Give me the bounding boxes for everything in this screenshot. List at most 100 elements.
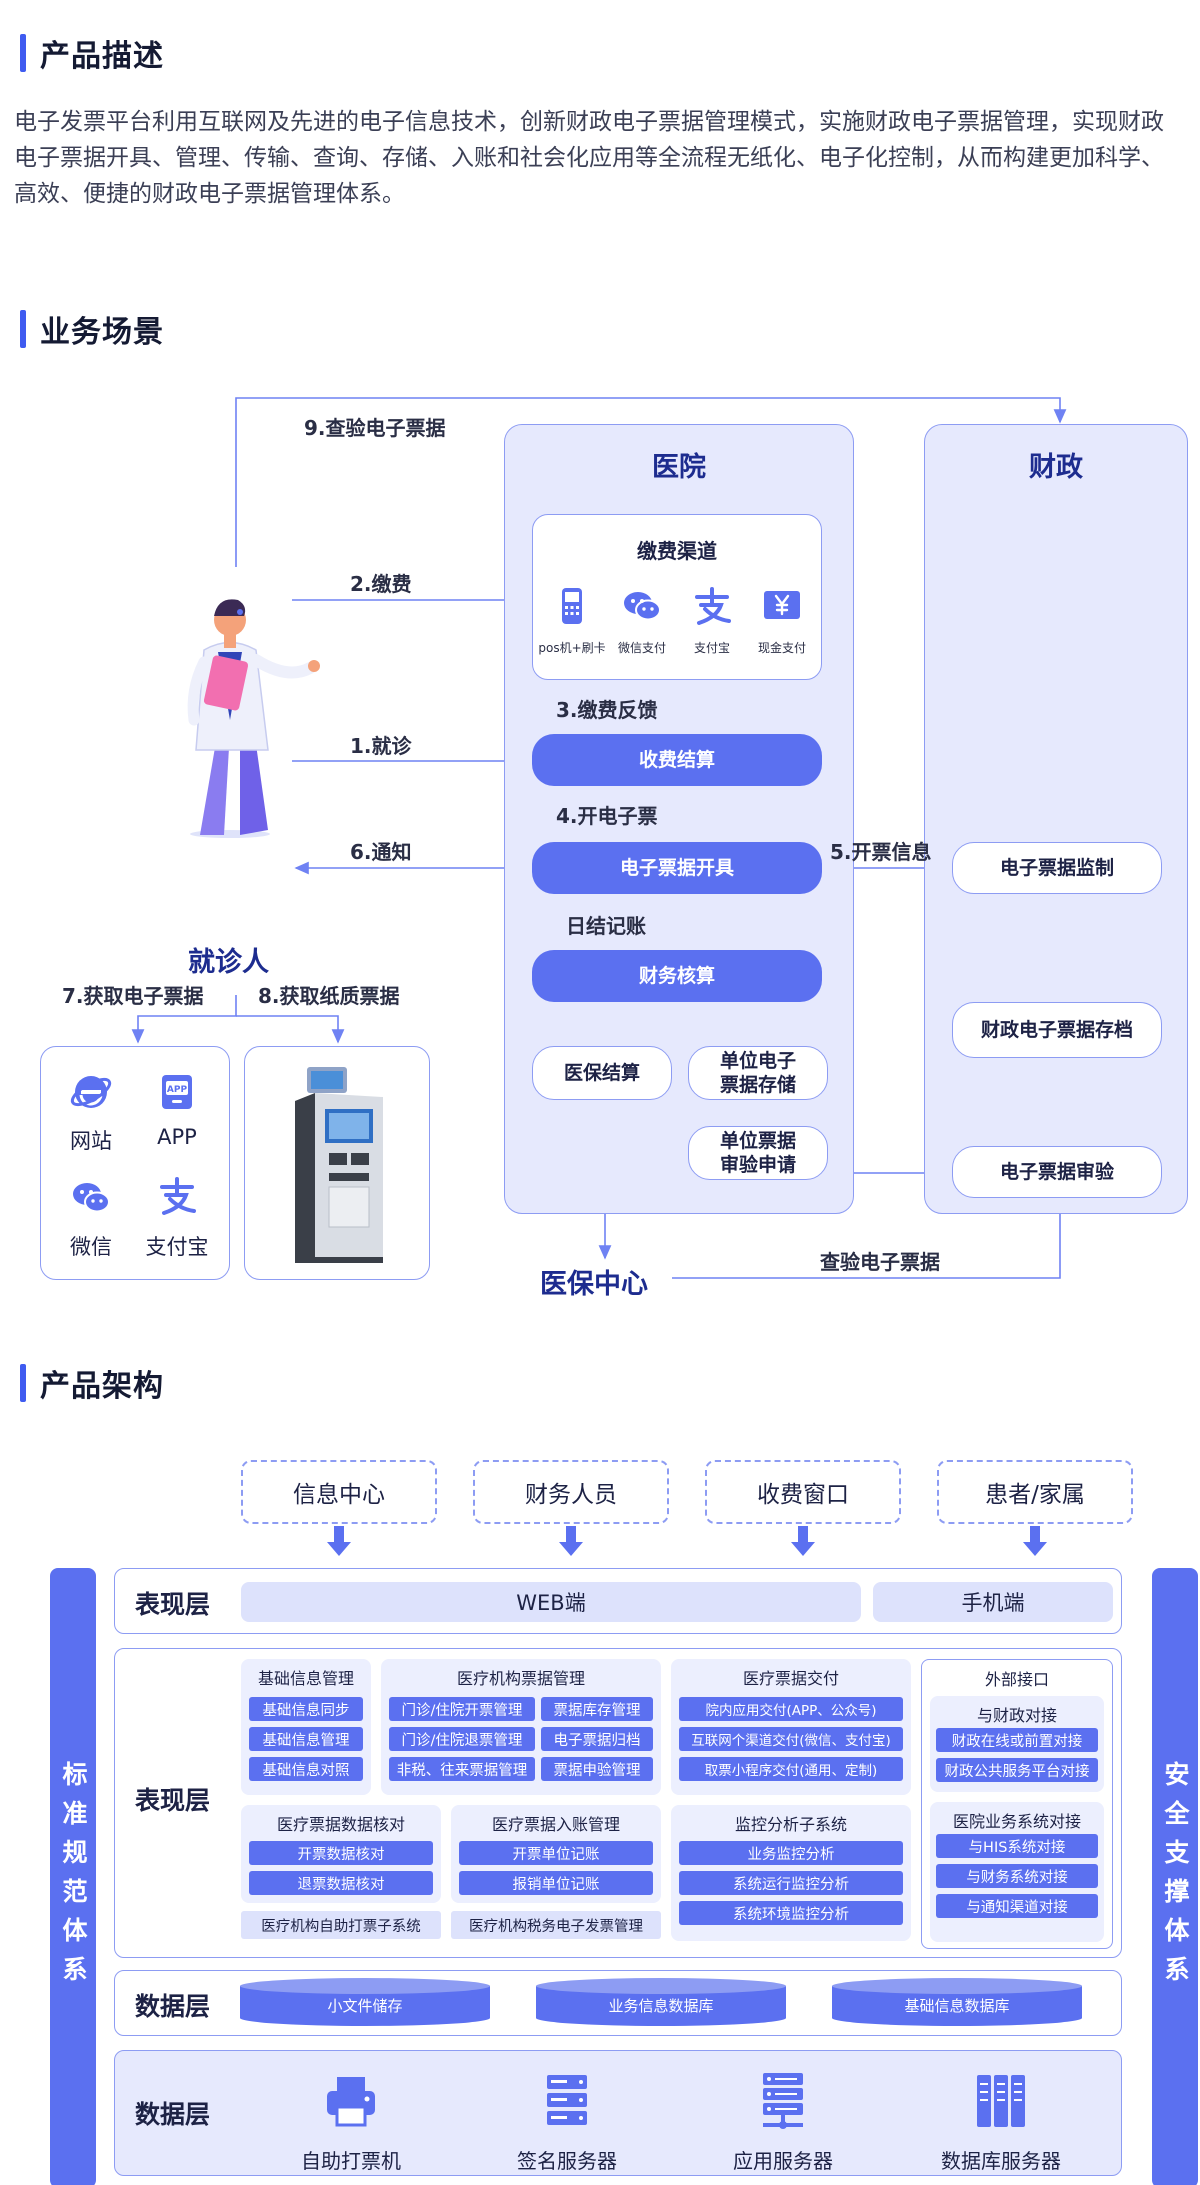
module-chip: 系统环境监控分析 <box>679 1901 903 1925</box>
module-chip: 互联网个渠道交付(微信、支付宝) <box>679 1727 903 1751</box>
module-monitor: 监控分析子系统 业务监控分析 系统运行监控分析 系统环境监控分析 <box>671 1805 911 1941</box>
wechat-icon <box>624 592 661 621</box>
supervise-box: 电子票据监制 <box>952 842 1162 894</box>
db-label: 业务信息数据库 <box>608 1997 714 2015</box>
flow-label-4: 4.开电子票 <box>556 804 658 828</box>
user-finance-staff: 财务人员 <box>473 1460 669 1524</box>
hospital-title: 医院 <box>652 452 706 483</box>
module-chip: 基础信息同步 <box>249 1697 363 1721</box>
patient-illustration <box>187 599 320 838</box>
module-chip: 门诊/住院退票管理 <box>389 1727 535 1751</box>
db-label: 小文件储存 <box>327 1997 403 2015</box>
charge-settlement-box: 收费结算 <box>532 734 822 786</box>
flow-label-7: 7.获取电子票据 <box>62 984 204 1008</box>
self-service-kiosk-icon <box>295 1067 383 1263</box>
payment-channel-card: 缴费渠道 pos机+刷卡 微信支付 支付宝 现金支付 <box>532 514 822 680</box>
flow-label-2: 2.缴费 <box>350 572 412 596</box>
app-icon: APP <box>162 1075 192 1109</box>
section-title-scene: 业务场景 <box>20 310 164 350</box>
layer-name: 表现层 <box>135 1786 211 1815</box>
pay-item-cash: 现金支付 <box>747 585 817 656</box>
module-chip: 基础信息管理 <box>249 1727 363 1751</box>
channel-label: 网站 <box>70 1129 112 1153</box>
alipay-icon <box>160 1177 196 1215</box>
ie-browser-icon <box>70 1076 112 1108</box>
web-client: WEB端 <box>241 1582 861 1622</box>
pos-terminal-icon <box>562 588 582 624</box>
database-cylinders <box>240 1978 1082 2026</box>
app-server-icon <box>763 2073 803 2129</box>
layer-name: 表现层 <box>135 1590 211 1619</box>
module-chip: 非税、往来票据管理 <box>389 1757 535 1781</box>
module-chip: 院内应用交付(APP、公众号) <box>679 1697 903 1721</box>
unit-apply-box: 单位票据 审验申请 <box>688 1126 828 1180</box>
channel-label: 支付宝 <box>145 1235 209 1259</box>
section-title-architecture: 产品架构 <box>20 1364 164 1404</box>
module-delivery: 医疗票据交付 院内应用交付(APP、公众号) 互联网个渠道交付(微信、支付宝) … <box>671 1659 911 1795</box>
module-chip: 基础信息对照 <box>249 1757 363 1781</box>
infra-label: 签名服务器 <box>517 2149 617 2173</box>
module-chip: 与通知渠道对接 <box>936 1894 1098 1918</box>
invoice-issue-box: 电子票据开具 <box>532 842 822 894</box>
section-title-description: 产品描述 <box>20 34 164 74</box>
self-print-subsystem: 医疗机构自助打票子系统 <box>241 1911 441 1939</box>
accounting-box: 财务核算 <box>532 950 822 1002</box>
channel-app[interactable]: APP APP <box>137 1069 217 1149</box>
module-chip: 电子票据归档 <box>541 1727 653 1751</box>
payment-channel-title: 缴费渠道 <box>637 539 717 563</box>
module-org-ticket: 医疗机构票据管理 门诊/住院开票管理 票据库存管理 门诊/住院退票管理 电子票据… <box>381 1659 661 1795</box>
user-charge-window: 收费窗口 <box>705 1460 901 1524</box>
signature-server-icon <box>547 2075 587 2125</box>
channel-label: 微信 <box>70 1235 112 1259</box>
channel-website[interactable]: 网站 <box>51 1069 131 1155</box>
archive-box: 财政电子票据存档 <box>952 1002 1162 1058</box>
pay-item-label: pos机+刷卡 <box>538 641 606 655</box>
verify-box: 电子票据审验 <box>952 1146 1162 1198</box>
module-chip: 票据申验管理 <box>541 1757 653 1781</box>
module-chip: 退票数据核对 <box>249 1871 433 1895</box>
standard-system-bar: 标准规范体系 <box>50 1568 96 2185</box>
submodule-finance: 与财政对接 财政在线或前置对接 财政公共服务平台对接 <box>930 1696 1104 1792</box>
presentation-layer: 表现层 WEB端 手机端 <box>114 1568 1122 1634</box>
flow-label-9: 9.查验电子票据 <box>304 416 446 440</box>
module-data-verify: 医疗票据数据核对 开票数据核对 退票数据核对 <box>241 1805 441 1903</box>
description-text: 电子发票平台利用互联网及先进的电子信息技术，创新财政电子票据管理模式，实施财政电… <box>14 109 1164 207</box>
submodule-hospital: 医院业务系统对接 与HIS系统对接 与财务系统对接 与通知渠道对接 <box>930 1802 1104 1942</box>
infra-item-app-server: 应用服务器 <box>703 2071 863 2174</box>
flow-label-check: 查验电子票据 <box>820 1250 940 1274</box>
layer-name: 数据层 <box>135 2100 211 2129</box>
flow-label-8: 8.获取纸质票据 <box>258 984 400 1008</box>
infra-label: 自助打票机 <box>301 2149 401 2173</box>
module-title: 医疗票据入账管理 <box>491 1815 620 1834</box>
user-patient-family: 患者/家属 <box>937 1460 1133 1524</box>
pay-item-pos: pos机+刷卡 <box>537 585 607 656</box>
submodule-title: 医院业务系统对接 <box>952 1812 1081 1831</box>
cash-yuan-icon <box>764 591 800 619</box>
channel-wechat[interactable]: 微信 <box>51 1175 131 1261</box>
svg-text:APP: APP <box>167 1085 188 1095</box>
title-accent-bar <box>20 310 26 348</box>
infra-label: 数据库服务器 <box>941 2149 1061 2173</box>
infrastructure-layer: 数据层 自助打票机 签名服务器 应用服务器 数据库服务器 <box>114 2050 1122 2176</box>
module-chip: 票据库存管理 <box>541 1697 653 1721</box>
finance-panel: 财政 <box>924 424 1188 1214</box>
tax-invoice-management: 医疗机构税务电子发票管理 <box>451 1911 661 1939</box>
channel-alipay[interactable]: 支付宝 <box>137 1175 217 1261</box>
infra-item-signature-server: 签名服务器 <box>487 2071 647 2174</box>
infra-item-db-server: 数据库服务器 <box>921 2071 1081 2174</box>
flow-label-3: 3.缴费反馈 <box>556 698 658 722</box>
module-chip: 取票小程序交付(通用、定制) <box>679 1757 903 1781</box>
database-server-icon <box>977 2075 1025 2127</box>
module-title: 医疗票据交付 <box>742 1669 839 1688</box>
flow-label-5: 5.开票信息 <box>830 840 932 864</box>
pay-item-wechat: 微信支付 <box>607 585 677 656</box>
module-basic-info: 基础信息管理 基础信息同步 基础信息管理 基础信息对照 <box>241 1659 371 1795</box>
module-chip: 门诊/住院开票管理 <box>389 1697 535 1721</box>
module-external-interface: 外部接口 与财政对接 财政在线或前置对接 财政公共服务平台对接 医院业务系统对接… <box>921 1659 1113 1949</box>
product-architecture: 信息中心 财务人员 收费窗口 患者/家属 标准规范体系 安全支撑体系 表现层 W… <box>0 1460 1200 2185</box>
alipay-icon <box>695 587 731 625</box>
flow-label-1: 1.就诊 <box>350 734 412 758</box>
module-entry: 医疗票据入账管理 开票单位记账 报销单位记账 <box>451 1805 661 1903</box>
flow-label-6: 6.通知 <box>350 840 412 864</box>
module-chip: 财政公共服务平台对接 <box>936 1758 1098 1782</box>
